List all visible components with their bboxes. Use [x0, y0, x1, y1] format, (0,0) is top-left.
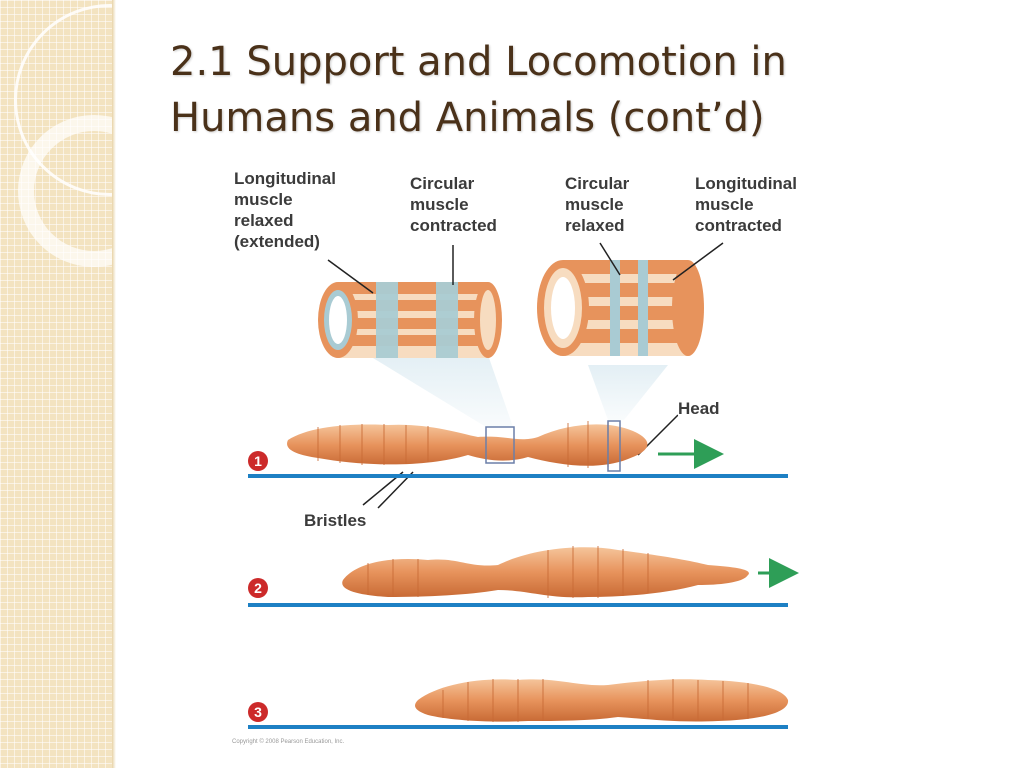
label-circular-relaxed: Circular muscle relaxed — [565, 173, 630, 236]
earthworm-diagram-graphic — [248, 242, 799, 729]
cylinder-circular-contracted — [318, 282, 502, 358]
label-longitudinal-contracted: Longitudinal muscle contracted — [695, 173, 797, 236]
label-circular-contracted: Circular muscle contracted — [410, 173, 497, 236]
sidebar-edge — [112, 0, 116, 768]
slide-title-line-1: 2.1 Support and Locomotion in — [170, 39, 787, 85]
pointer-circular-relaxed — [599, 242, 621, 276]
step-1-badge: 1 — [248, 451, 268, 471]
decorative-ring — [18, 115, 170, 267]
label-bristles: Bristles — [304, 510, 367, 531]
zoom-cone-left — [368, 355, 513, 427]
worm-stage-2 — [248, 546, 799, 607]
worm-stage-3 — [248, 679, 789, 729]
worm-stage-1 — [248, 420, 788, 478]
step-3-badge: 3 — [248, 702, 268, 722]
pointer-longitudinal-contracted — [672, 242, 724, 281]
pointer-longitudinal-relaxed — [327, 259, 374, 294]
slide-title: 2.1 Support and Locomotion in Humans and… — [170, 34, 990, 146]
step-2-badge: 2 — [248, 578, 268, 598]
earthworm-locomotion-figure: Longitudinal muscle relaxed (extended) C… — [228, 165, 828, 750]
decorative-sidebar — [0, 0, 206, 768]
label-head: Head — [678, 398, 720, 419]
slide-title-line-2: Humans and Animals (cont’d) — [170, 95, 765, 141]
label-longitudinal-relaxed: Longitudinal muscle relaxed (extended) — [234, 168, 336, 252]
copyright-notice: Copyright © 2008 Pearson Education, Inc. — [232, 739, 345, 745]
cylinder-longitudinal-contracted — [537, 260, 704, 356]
zoom-cone-right — [588, 365, 668, 420]
